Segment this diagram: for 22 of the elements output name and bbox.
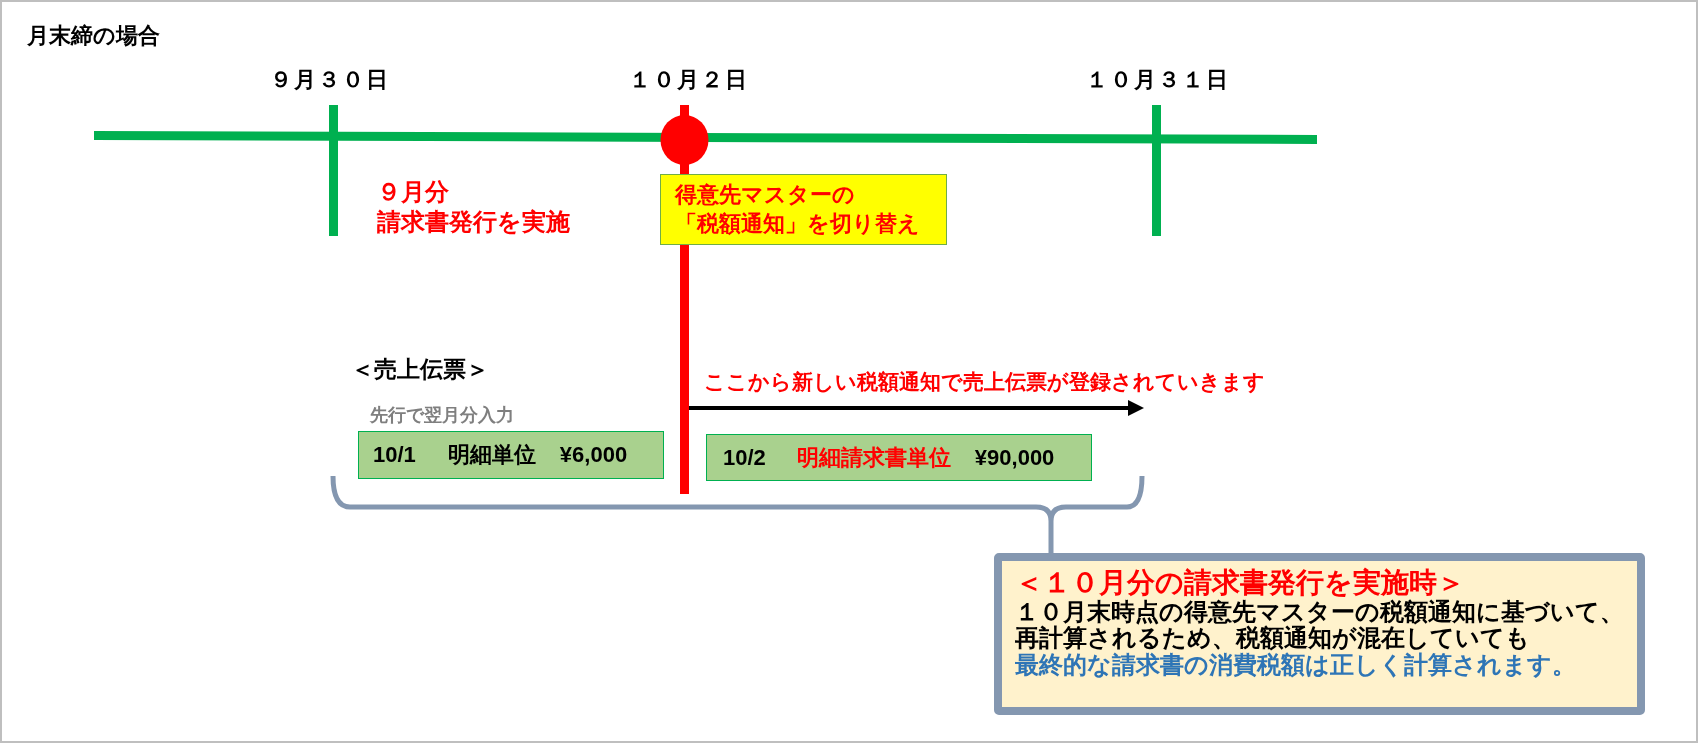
slip-box bbox=[706, 434, 1092, 481]
summary-heading: ＜１０月分の請求書発行を実施時＞ bbox=[1015, 566, 1465, 599]
section-heading: ＜売上伝票＞ bbox=[351, 355, 489, 384]
arrow-label: ここから新しい税額通知で売上伝票が登録されていきます bbox=[704, 369, 1265, 395]
date-label: １０月３１日 bbox=[1086, 66, 1230, 94]
slip-description: 明細単位 bbox=[447, 442, 536, 468]
slip-box bbox=[358, 431, 664, 479]
slip-date: 10/2 bbox=[723, 444, 766, 471]
summary-box bbox=[994, 553, 1645, 715]
note-label: 先行で翌月分入力 bbox=[370, 404, 514, 427]
event-note: ９月分請求書発行を実施 bbox=[377, 177, 570, 237]
conclusion-text: 最終的な請求書の消費税額は正しく計算されます。 bbox=[1015, 651, 1576, 678]
date-label: ９月３０日 bbox=[270, 66, 390, 94]
date-label: １０月２日 bbox=[629, 66, 749, 94]
slip-amount: ¥6,000 bbox=[559, 442, 628, 468]
summary-text: １０月末時点の得意先マスターの税額通知に基づいて、再計算されるため、税額通知が混在していても bbox=[1015, 599, 1624, 651]
slip-amount: ¥90,000 bbox=[974, 444, 1055, 471]
diagram-title: 月末締の場合 bbox=[27, 22, 160, 50]
highlight-box bbox=[660, 174, 947, 245]
highlight-text: 得意先マスターの「税額通知」を切り替え bbox=[675, 181, 920, 238]
slip-date: 10/1 bbox=[373, 442, 416, 468]
slip-description: 明細請求書単位 bbox=[796, 444, 951, 471]
